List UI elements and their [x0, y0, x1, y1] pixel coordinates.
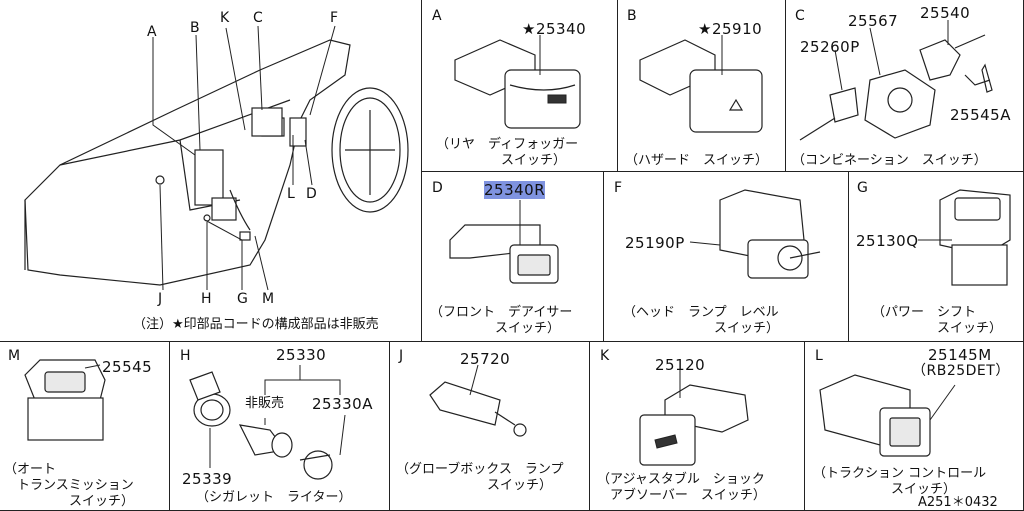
panel-k-caption: （アジャスタブル ショック アブソーバー スイッチ） — [597, 472, 766, 503]
switch-m-drawing — [24, 359, 106, 441]
dashboard-drawing — [24, 25, 409, 291]
panel-f-caption: （ヘッド ランプ レベル スイッチ） — [623, 305, 780, 336]
panel-g-caption: （パワー シフト スイッチ） — [872, 305, 1003, 336]
panel-c-letter: C — [795, 8, 805, 24]
panel-l-sub: （RB25DET） — [912, 363, 1010, 379]
panel-m-caption: （オート トランスミッション スイッチ） — [4, 462, 135, 509]
panel-a-caption: （リヤ ディフォッガー スイッチ） — [436, 137, 579, 168]
panel-j-caption: （グローブボックス ランプ スイッチ） — [396, 462, 564, 493]
callout-g: G — [237, 291, 248, 307]
switch-j-drawing — [429, 364, 527, 437]
switch-a-drawing — [454, 35, 581, 129]
callout-l: L — [287, 186, 295, 202]
callout-h: H — [201, 291, 212, 307]
overview-panel — [0, 0, 422, 342]
switch-b-drawing — [639, 35, 763, 133]
panel-l-ref: A251＊0432 — [918, 495, 998, 510]
panel-a-letter: A — [432, 8, 442, 24]
panel-f-letter: F — [614, 180, 623, 196]
callout-m: M — [262, 291, 275, 307]
callout-k: K — [220, 10, 230, 26]
callout-f: F — [330, 10, 339, 26]
panel-d-part: 25340R — [484, 181, 546, 199]
panel-b-part: ★25910 — [698, 20, 763, 38]
callout-b: B — [190, 20, 200, 36]
overview-note: （注）★印部品コードの構成部品は非販売 — [133, 317, 379, 332]
panel-d-part-highlight: 25340R — [484, 181, 546, 199]
panel-c-part-25567: 25567 — [848, 12, 899, 30]
panel-m-part: 25545 — [102, 358, 153, 376]
panel-h-caption: （シガレット ライター） — [196, 490, 352, 505]
panel-h-part-25330a: 25330A — [312, 395, 373, 413]
panel-c-caption: （コンビネーション スイッチ） — [792, 153, 987, 168]
panel-f-part: 25190P — [625, 234, 685, 252]
panel-d — [422, 172, 604, 342]
switch-l-drawing — [819, 374, 956, 457]
panel-h-letter: H — [180, 348, 191, 364]
panel-j-part: 25720 — [460, 350, 511, 368]
panel-b-letter: B — [627, 8, 637, 24]
panel-l-letter: L — [815, 348, 823, 364]
panel-c-part-25260p: 25260P — [800, 38, 860, 56]
panel-a-part: ★25340 — [522, 20, 587, 38]
switch-g-drawing — [918, 189, 1011, 286]
switch-h-drawing — [189, 365, 346, 480]
callout-a: A — [147, 24, 157, 40]
panel-h-part-25330: 25330 — [276, 346, 327, 364]
panel-b — [618, 0, 786, 172]
panel-b-caption: （ハザード スイッチ） — [625, 153, 769, 168]
panel-k-part: 25120 — [655, 356, 706, 374]
panel-k-letter: K — [600, 348, 610, 364]
switch-d-drawing — [449, 200, 559, 284]
panel-c-part-25545a: 25545A — [950, 106, 1011, 124]
callout-j: J — [158, 291, 163, 307]
panel-j-letter: J — [399, 348, 404, 364]
panel-g-part: 25130Q — [856, 232, 919, 250]
switch-f-drawing — [689, 189, 821, 279]
callout-c: C — [253, 10, 263, 26]
switch-k-drawing — [639, 365, 749, 466]
panel-a — [422, 0, 618, 172]
panel-d-letter: D — [432, 180, 443, 196]
panel-h-part-25339: 25339 — [182, 470, 233, 488]
panel-f — [604, 172, 849, 342]
panel-g-letter: G — [857, 180, 868, 196]
panel-l-caption: （トラクション コントロール スイッチ） — [813, 466, 987, 497]
callout-d: D — [306, 186, 317, 202]
panel-m-letter: M — [8, 348, 21, 364]
panel-c-part-25540: 25540 — [920, 4, 971, 22]
panel-d-caption: （フロント デアイサー スイッチ） — [430, 305, 573, 336]
switch-c-drawing — [799, 20, 993, 141]
panel-h-not-for-sale: 非販売 — [245, 396, 285, 411]
panel-l-part: 25145M — [928, 346, 992, 364]
